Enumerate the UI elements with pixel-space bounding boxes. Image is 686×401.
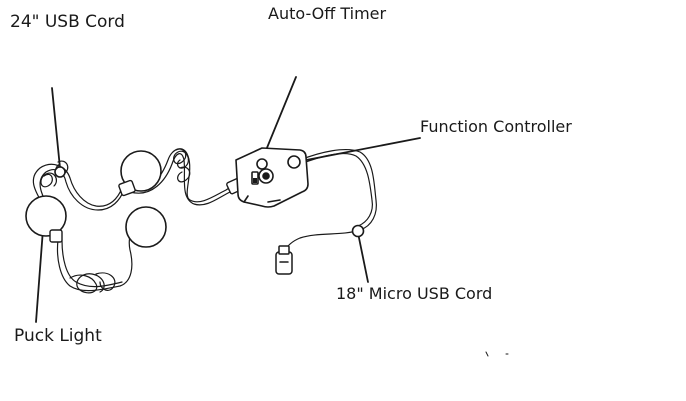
puck-lights <box>25 150 167 248</box>
leader-micro <box>357 232 369 283</box>
label-18in-micro-usb-cord: 18" Micro USB Cord <box>336 284 493 303</box>
cord-coil-f <box>95 272 116 291</box>
leader-lines <box>35 76 421 323</box>
label-auto-off-timer: Auto-Off Timer <box>268 4 387 23</box>
stray-mark-1 <box>485 351 489 357</box>
cord-puck1-loop <box>32 163 123 207</box>
function-controller <box>235 147 309 208</box>
marker-function <box>287 155 301 169</box>
stray-marks <box>485 351 509 357</box>
cord-puck2-to-controller <box>129 148 239 203</box>
leader-function <box>295 137 421 163</box>
markers <box>54 166 365 238</box>
marker-timer <box>256 158 268 170</box>
leader-timer <box>261 76 297 161</box>
label-function-controller: Function Controller <box>420 117 572 136</box>
plug-puck2 <box>118 179 136 197</box>
marker-usb24 <box>54 166 66 178</box>
timer-switch-knob <box>253 178 257 183</box>
label-puck-light: Puck Light <box>14 326 102 346</box>
label-24in-usb-cord: 24" USB Cord <box>10 12 125 32</box>
micro-usb-tip <box>278 245 290 255</box>
cord-coil-e <box>69 273 105 294</box>
puck-light-3 <box>125 206 167 248</box>
leader-usb24 <box>51 87 61 169</box>
micro-usb-body <box>275 251 293 275</box>
cord-controller-to-micro-b <box>299 152 373 227</box>
cord-coil-a <box>40 172 58 188</box>
marker-micro <box>351 224 365 238</box>
plug-puck1 <box>49 229 63 243</box>
controller-edge <box>243 195 249 203</box>
controller-bottom-port <box>267 199 281 203</box>
cord-puck1-to-puck3 <box>56 225 137 292</box>
micro-usb-connector <box>275 245 293 275</box>
cord-controller-to-micro <box>283 148 377 253</box>
cord-puck1-to-puck3-b <box>61 239 123 288</box>
cord-coil-d <box>177 166 191 183</box>
puck-light-1 <box>25 195 67 237</box>
cords <box>32 148 377 294</box>
timer-button-inner <box>262 172 270 180</box>
